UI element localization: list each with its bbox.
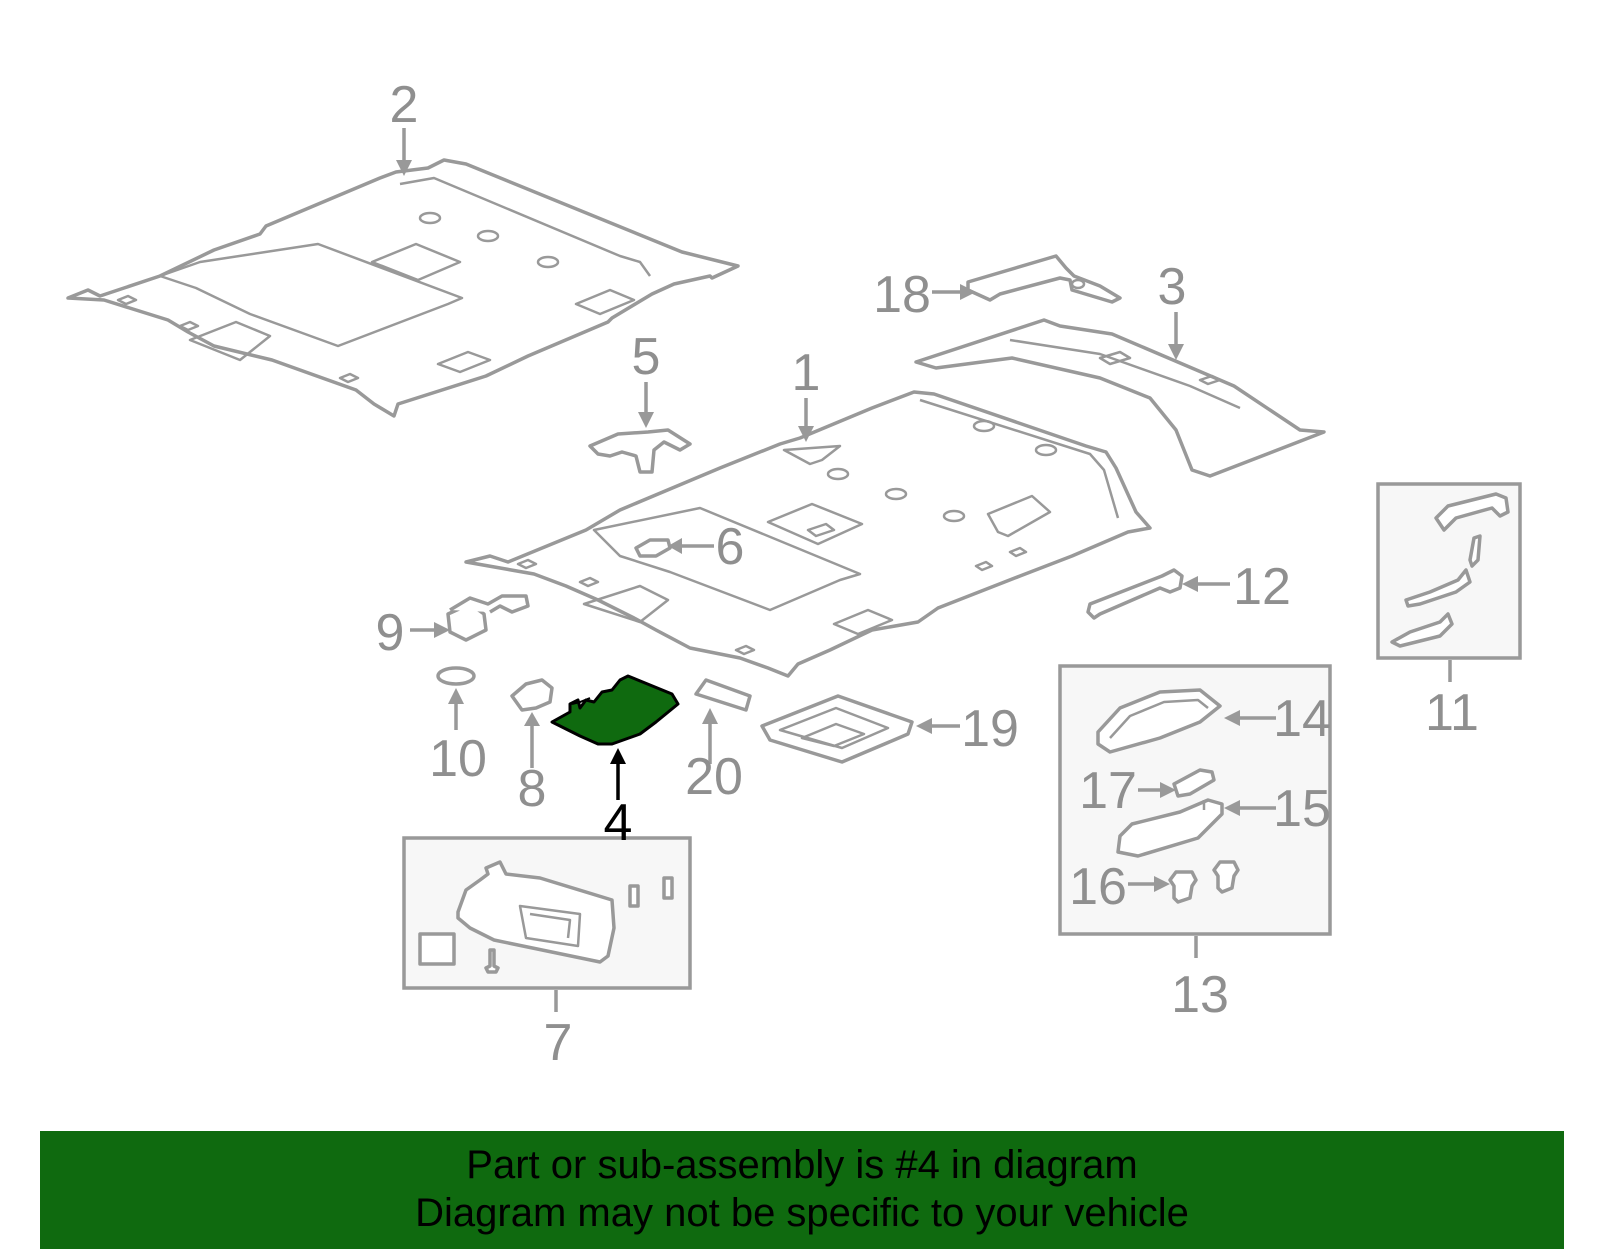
callout-4: 4 <box>604 794 633 852</box>
part-2-headliner[interactable] <box>66 158 740 418</box>
kit-13-lamp-assembly[interactable] <box>1058 664 1332 936</box>
callout-13: 13 <box>1171 966 1229 1024</box>
info-banner: Part or sub-assembly is #4 in diagram Di… <box>40 1131 1564 1249</box>
callout-6: 6 <box>716 518 745 576</box>
part-1-headliner[interactable] <box>464 390 1152 678</box>
callout-5: 5 <box>632 328 661 386</box>
callout-7: 7 <box>544 1014 573 1072</box>
part-6-clip[interactable] <box>634 538 672 558</box>
banner-line-2: Diagram may not be specific to your vehi… <box>415 1191 1189 1235</box>
callout-20: 20 <box>685 748 743 806</box>
callout-2: 2 <box>390 76 419 134</box>
callout-11: 11 <box>1425 684 1479 742</box>
callout-14: 14 <box>1273 690 1331 748</box>
callout-15: 15 <box>1273 780 1331 838</box>
callout-17: 17 <box>1079 762 1137 820</box>
banner-line-1: Part or sub-assembly is #4 in diagram <box>466 1143 1138 1187</box>
part-3-rear-panel[interactable] <box>914 318 1326 478</box>
callout-10: 10 <box>429 730 487 788</box>
callout-9: 9 <box>376 604 405 662</box>
leader-lines <box>396 128 1452 1012</box>
part-4-highlighted[interactable] <box>550 674 680 746</box>
kit-7-sun-visor[interactable] <box>402 836 692 990</box>
part-20-pad[interactable] <box>694 678 752 712</box>
callout-8: 8 <box>518 760 547 818</box>
part-12-rod[interactable] <box>1086 568 1184 620</box>
callout-labels: 2 18 3 5 1 6 12 9 10 8 4 20 19 14 17 15 … <box>376 76 1479 1072</box>
part-8-clip[interactable] <box>510 678 554 712</box>
callout-16: 16 <box>1069 858 1127 916</box>
callout-18: 18 <box>873 266 931 324</box>
kit-11-handles[interactable] <box>1376 482 1522 660</box>
part-5-bracket[interactable] <box>588 428 692 474</box>
callout-1: 1 <box>792 344 821 402</box>
part-9-clips[interactable] <box>446 594 530 642</box>
part-19-console[interactable] <box>760 694 914 764</box>
part-18-bracket[interactable] <box>966 254 1122 304</box>
callout-3: 3 <box>1158 258 1187 316</box>
callout-19: 19 <box>961 700 1019 758</box>
callout-12: 12 <box>1233 558 1291 616</box>
part-10-grommet[interactable] <box>436 666 476 686</box>
